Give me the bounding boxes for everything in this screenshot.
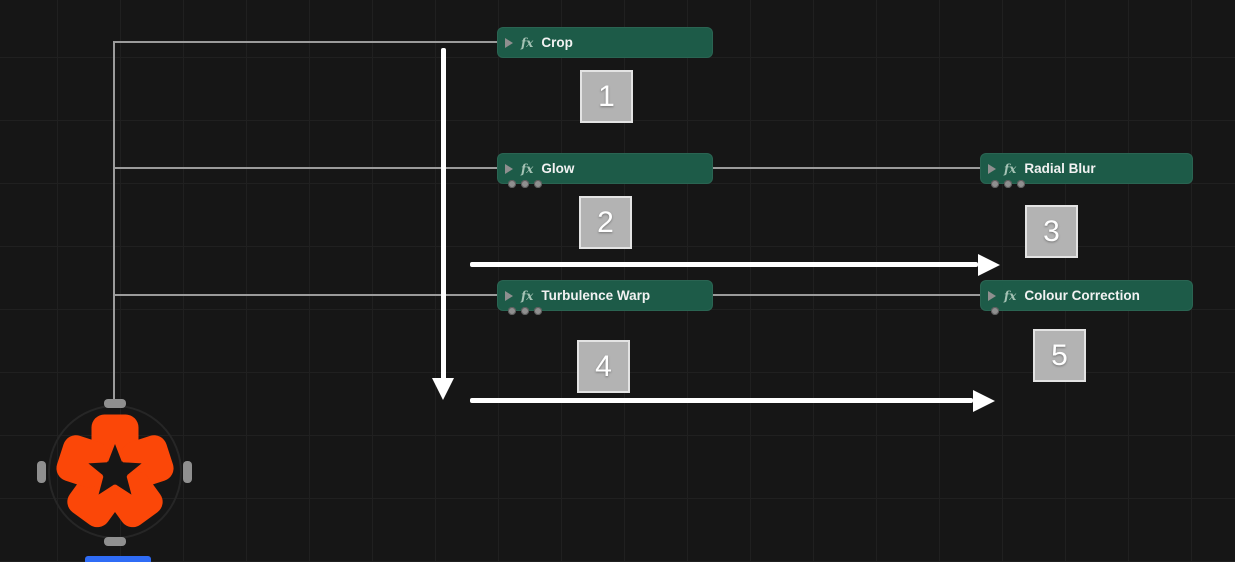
fx-node-colour-correction[interactable]: fx Colour Correction (980, 280, 1193, 315)
fx-icon: fx (521, 35, 534, 50)
transform-handle-top[interactable] (104, 399, 126, 408)
step-badge-1: 1 (580, 70, 633, 123)
flower-shape (56, 414, 174, 528)
node-input-port-icon[interactable] (988, 290, 996, 301)
step-badge-4: 4 (577, 340, 630, 393)
fx-node-label: Radial Blur (1024, 161, 1096, 176)
node-port-dots (991, 180, 1025, 188)
connection-wire (113, 41, 497, 43)
port-dot[interactable] (991, 307, 999, 315)
node-input-port-icon[interactable] (505, 163, 513, 174)
node-port-dots (508, 180, 542, 188)
fx-node-label: Turbulence Warp (541, 288, 651, 303)
annotation-arrow-down-shaft (441, 48, 446, 380)
fx-node-label: Crop (541, 35, 573, 50)
node-input-port-icon[interactable] (505, 37, 513, 48)
fx-node-label: Glow (541, 161, 575, 176)
connection-wire (713, 294, 980, 296)
transform-handle-bottom[interactable] (104, 537, 126, 546)
port-dot[interactable] (534, 307, 542, 315)
annotation-arrow-right-top-shaft (470, 262, 978, 267)
port-dot[interactable] (1004, 180, 1012, 188)
star-cutout-icon (88, 444, 142, 495)
node-input-port-icon[interactable] (505, 290, 513, 301)
connection-wire (113, 294, 497, 296)
annotation-arrow-right-bottom-shaft (470, 398, 973, 403)
transform-handle-right[interactable] (183, 461, 192, 483)
step-badge-2: 2 (579, 196, 632, 249)
port-dot[interactable] (521, 180, 529, 188)
annotation-arrow-down-head (432, 378, 454, 400)
annotation-arrow-right-top-head (978, 254, 1000, 276)
fx-icon: fx (1004, 288, 1017, 303)
step-badge-3: 3 (1025, 205, 1078, 258)
node-port-dots (991, 307, 999, 315)
step-badge-5: 5 (1033, 329, 1086, 382)
port-dot[interactable] (991, 180, 999, 188)
transform-handle-left[interactable] (37, 461, 46, 483)
port-dot[interactable] (1017, 180, 1025, 188)
fx-icon: fx (521, 288, 534, 303)
fx-icon: fx (1004, 161, 1017, 176)
fx-node-radial-blur[interactable]: fx Radial Blur (980, 153, 1193, 188)
port-dot[interactable] (534, 180, 542, 188)
node-port-dots (508, 307, 542, 315)
node-input-port-icon[interactable] (988, 163, 996, 174)
annotation-arrow-right-bottom-head (973, 390, 995, 412)
port-dot[interactable] (508, 180, 516, 188)
source-node-icon[interactable] (40, 397, 190, 547)
fx-node-label: Colour Correction (1024, 288, 1140, 303)
connection-wire (113, 41, 115, 401)
connection-wire (113, 167, 497, 169)
fx-icon: fx (521, 161, 534, 176)
fx-node-turbulence-warp[interactable]: fx Turbulence Warp (497, 280, 713, 315)
fx-node-glow[interactable]: fx Glow (497, 153, 713, 188)
port-dot[interactable] (508, 307, 516, 315)
connection-wire (713, 167, 980, 169)
bottom-blue-tab (85, 556, 151, 562)
port-dot[interactable] (521, 307, 529, 315)
fx-node-crop[interactable]: fx Crop (497, 27, 713, 58)
